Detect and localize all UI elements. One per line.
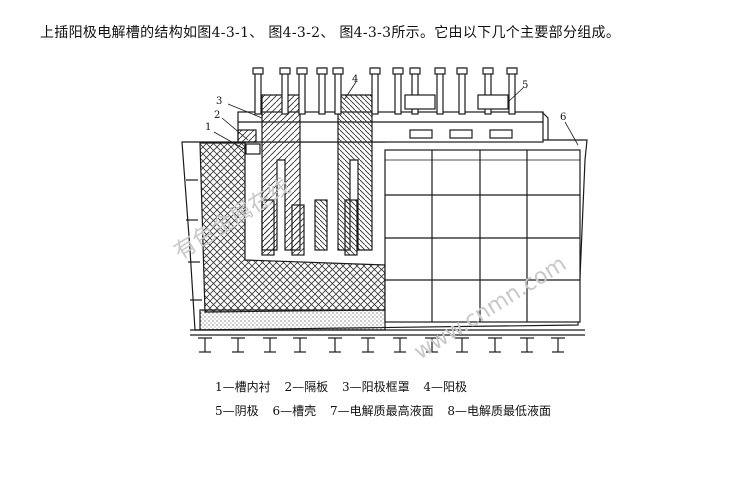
anode-pin	[409, 67, 421, 115]
cathode-bar	[198, 337, 212, 353]
cathode-bar	[263, 337, 277, 353]
anode-pin	[332, 67, 344, 115]
callout-5: 5	[522, 80, 528, 91]
cathode-bar	[551, 337, 565, 353]
anode-pins	[252, 67, 518, 115]
legend-row-1: 1—槽内衬 2—隔板 3—阳极框罩 4—阳极	[215, 378, 477, 395]
cathode-bar	[393, 337, 407, 353]
anode-pin	[296, 67, 308, 115]
anode-pin	[392, 67, 404, 115]
callout-3: 3	[216, 96, 222, 107]
legend-item: 2—隔板	[284, 380, 329, 394]
leader-lines	[213, 81, 579, 151]
anode-pin	[316, 67, 328, 115]
anode-pin	[506, 67, 518, 115]
anode-pin	[482, 67, 494, 115]
anode-pin	[369, 67, 381, 115]
legend-item: 8—电解质最低液面	[447, 404, 552, 418]
intro-text: 上插阳极电解槽的结构如图4-3-1、 图4-3-2、 图4-3-3所示。它由以下…	[40, 25, 621, 41]
anodes	[261, 94, 373, 256]
callout-4: 4	[352, 74, 358, 85]
legend-item: 6—槽壳	[272, 404, 317, 418]
legend-item: 5—阴极	[215, 404, 259, 418]
side-ribs	[186, 179, 202, 301]
cathode-bar	[455, 337, 469, 353]
legend-row-2: 5—阴极 6—槽壳 7—电解质最高液面 8—电解质最低液面	[215, 402, 561, 419]
anode-pin	[279, 67, 291, 115]
cathode-bar	[231, 337, 245, 353]
cathode-bar	[328, 337, 342, 353]
callout-6: 6	[560, 112, 566, 123]
cathode-bar	[293, 337, 307, 353]
anode-pin	[434, 67, 446, 115]
legend-item: 4—阳极	[423, 380, 468, 394]
cathode-bar	[361, 337, 375, 353]
anode-clamps	[404, 94, 549, 140]
cathode-bar	[520, 337, 534, 353]
callout-2: 2	[214, 110, 220, 121]
cathode-bars	[198, 337, 565, 353]
cathode-bar	[425, 337, 439, 353]
legend-item: 1—槽内衬	[215, 380, 271, 394]
anode-pin	[252, 67, 264, 115]
shell-grid	[384, 149, 581, 323]
anode-pin	[456, 67, 468, 115]
legend-item: 7—电解质最高液面	[329, 404, 434, 418]
legend-item: 3—阳极框罩	[341, 380, 410, 394]
callout-1: 1	[205, 122, 211, 133]
cathode-bar	[488, 337, 502, 353]
